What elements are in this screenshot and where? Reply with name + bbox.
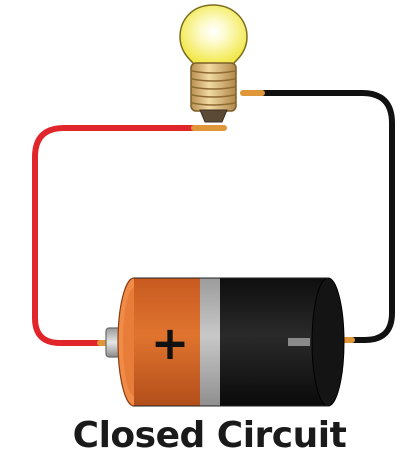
battery-negative-label xyxy=(288,338,310,346)
battery-icon: + xyxy=(105,277,345,407)
battery-band xyxy=(200,278,222,406)
bulb-contact xyxy=(199,109,228,123)
negative-wire xyxy=(255,90,395,343)
bulb-glass xyxy=(179,4,248,65)
diagram-caption: Closed Circuit xyxy=(72,415,347,456)
light-bulb-icon xyxy=(179,4,248,123)
battery-positive-label: + xyxy=(151,316,190,370)
battery-negative-cap xyxy=(311,277,345,407)
battery-positive-body xyxy=(134,278,204,406)
positive-wire xyxy=(32,125,199,346)
bulb-base-threads xyxy=(191,70,236,106)
